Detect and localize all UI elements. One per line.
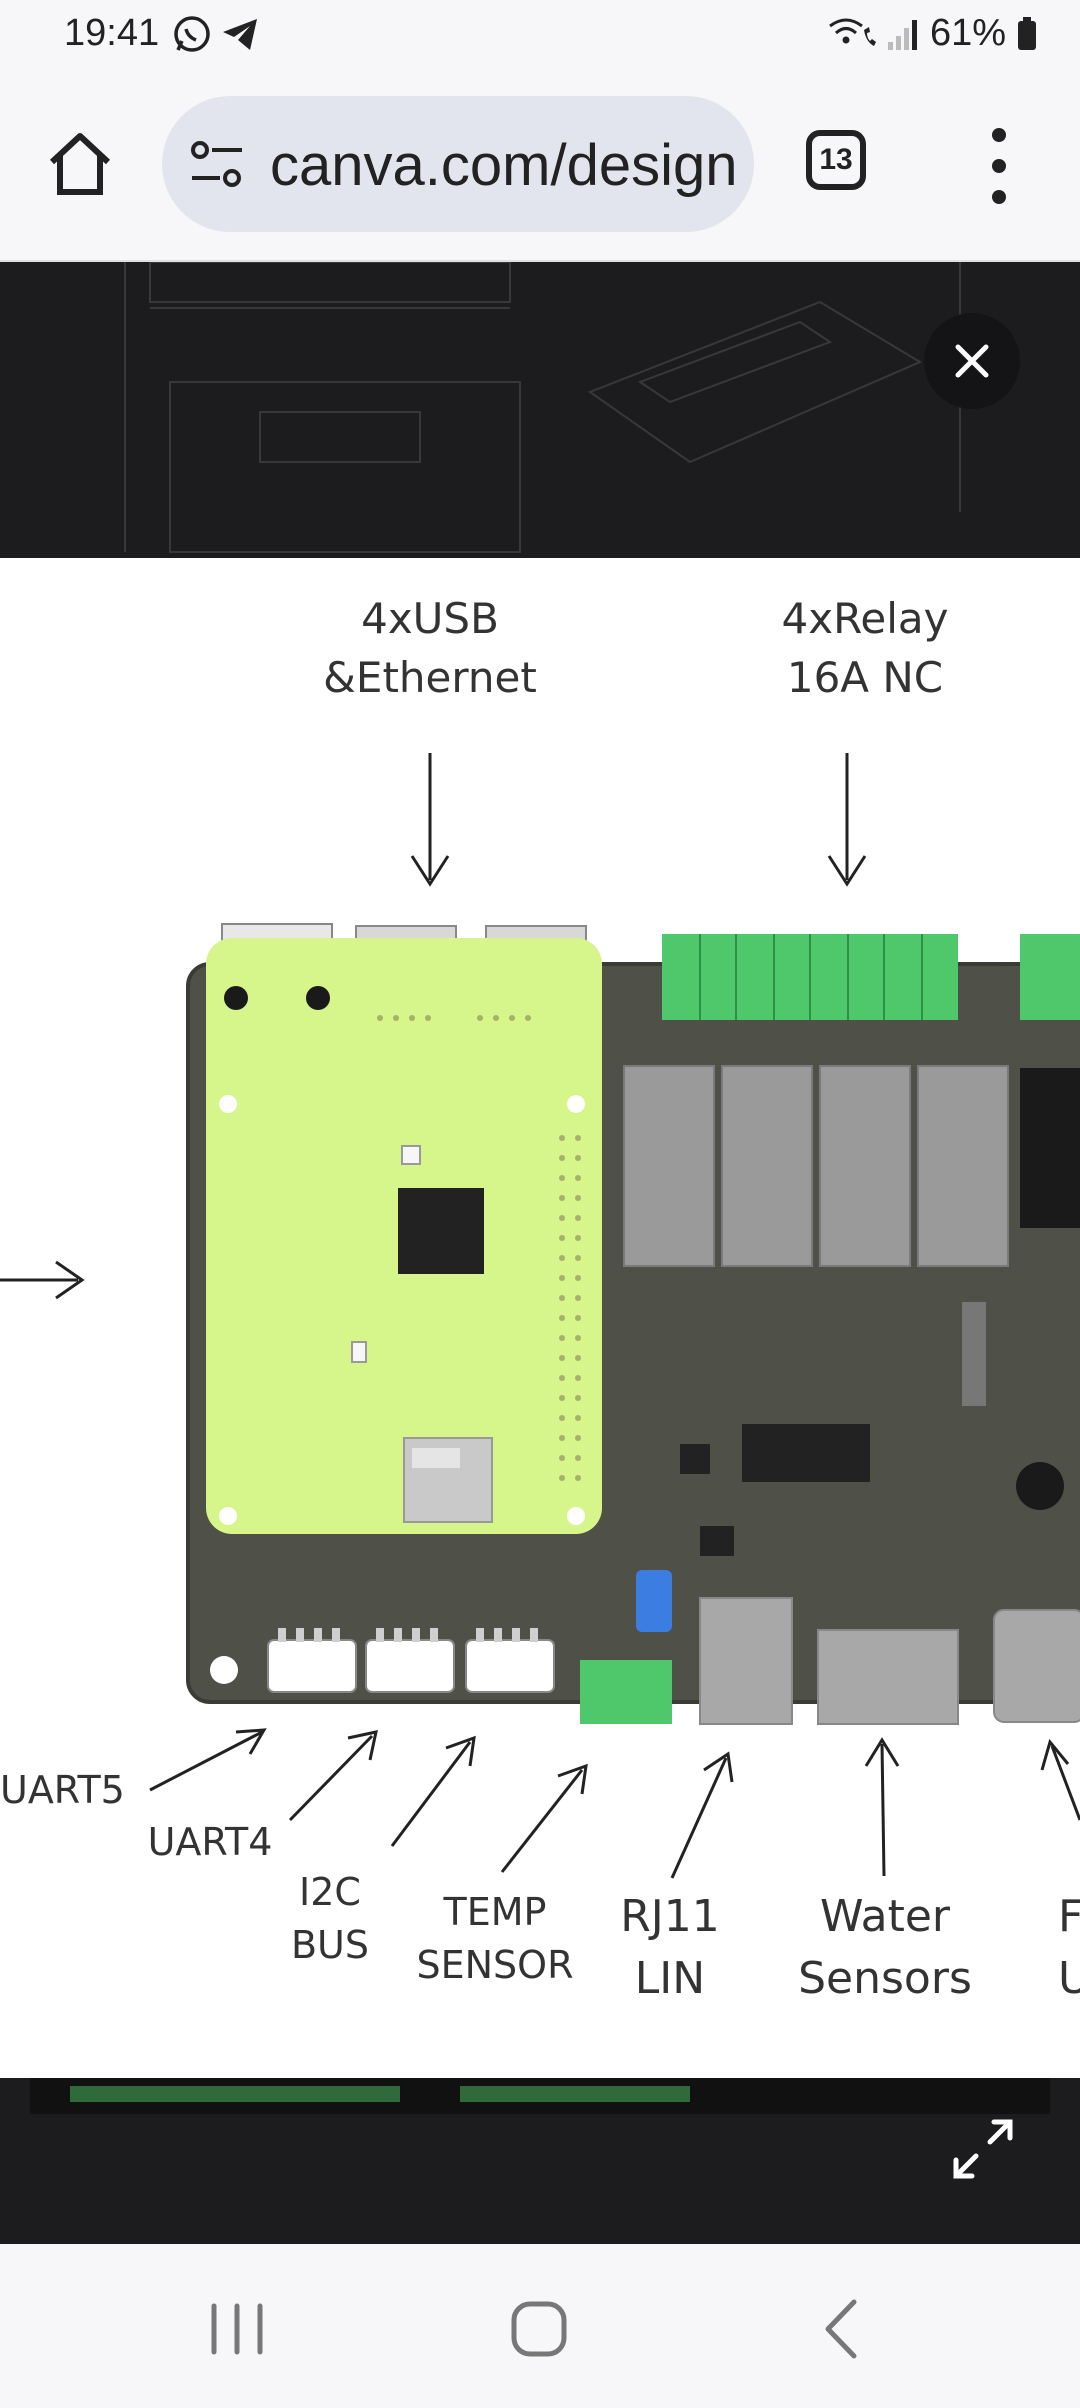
wifi-call-icon [829, 18, 876, 46]
background-drawing-sketch [124, 262, 961, 553]
more-options-icon[interactable] [984, 128, 1014, 204]
soc-chip [398, 1188, 484, 1274]
status-bar: 19:41 61% [0, 0, 1080, 70]
tab-switcher-button[interactable]: 13 [806, 130, 866, 190]
ic-chip [742, 1424, 870, 1482]
label-water-sensors: Water Sensors [798, 1891, 972, 2004]
close-button[interactable] [924, 313, 1020, 409]
status-time: 19:41 [64, 12, 160, 54]
water-sensor-jack [817, 1629, 959, 1725]
pcb-illustration [0, 753, 1080, 1879]
url-text[interactable]: canva.com/design [270, 133, 738, 198]
label-relay: 4xRelay 16A NC [781, 594, 949, 702]
back-icon[interactable] [808, 2294, 878, 2364]
label-rj11-lin: RJ11 LIN [620, 1891, 720, 2004]
rj11-jack [699, 1597, 793, 1725]
label-partial-right-top: F [1058, 1891, 1080, 1942]
recent-apps-icon[interactable] [202, 2294, 272, 2364]
label-arrows-bottom [149, 1728, 1080, 1879]
battery-level: 61% [929, 12, 1006, 54]
notification-icons [172, 14, 260, 54]
background-strip-bottom [30, 2078, 1050, 2114]
label-i2c-bus: I2C BUS [290, 1870, 369, 1968]
label-arrows-top [0, 753, 867, 1300]
jst-connectors [267, 1639, 555, 1693]
label-partial-right-bottom: U [1058, 1953, 1080, 2004]
board-diagram-image: 4xUSB &Ethernet 4xRelay 16A NC UART5 UAR… [0, 558, 1080, 2078]
label-uart5: UART5 [0, 1768, 125, 1812]
expand-icon[interactable] [950, 2116, 1016, 2182]
label-uart4: UART4 [147, 1820, 273, 1864]
home-icon[interactable] [44, 128, 116, 200]
telegram-icon [223, 19, 257, 50]
close-icon [955, 344, 989, 378]
system-status: 61% [828, 12, 1038, 55]
address-bar[interactable]: canva.com/design [162, 96, 754, 232]
relays [623, 1065, 1009, 1267]
site-settings-icon[interactable] [190, 138, 246, 190]
system-navigation-bar [0, 2244, 1080, 2408]
label-temp-sensor: TEMP SENSOR [416, 1890, 574, 1988]
home-nav-icon[interactable] [504, 2294, 574, 2364]
battery-icon [1018, 16, 1036, 50]
tab-count: 13 [819, 143, 853, 176]
whatsapp-icon [174, 16, 210, 52]
signal-icon [887, 19, 917, 50]
label-usb-ethernet: 4xUSB &Ethernet [323, 594, 537, 702]
browser-toolbar: canva.com/design 13 [0, 70, 1080, 262]
